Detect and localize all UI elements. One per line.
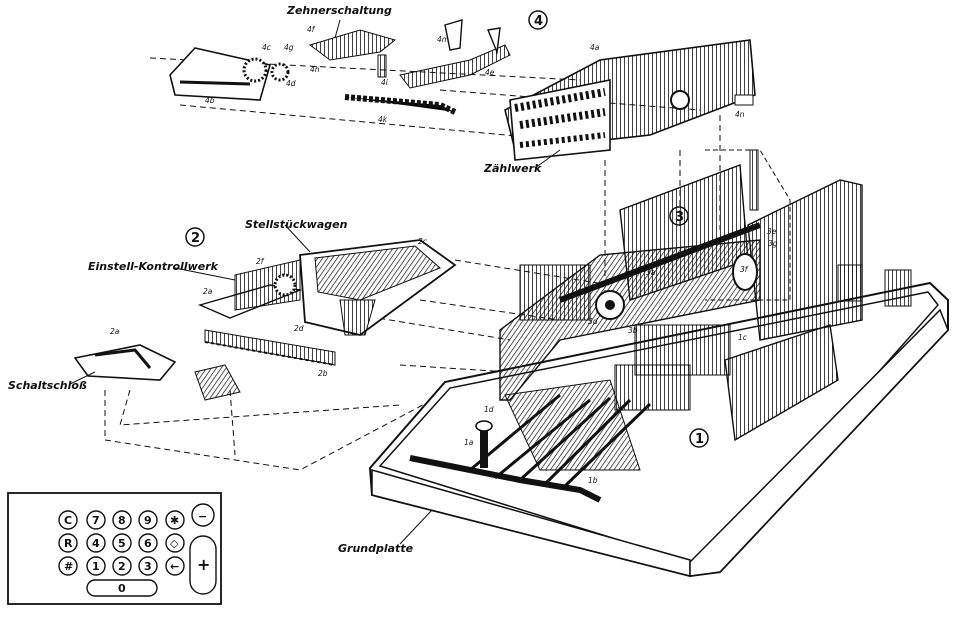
- label-grundplatte: Grundplatte: [338, 542, 414, 555]
- part-3f: 3f: [740, 265, 749, 274]
- zaehlwerk-counter: [504, 39, 756, 161]
- group-number-4: 4: [528, 10, 548, 30]
- part-4k: 4k: [378, 115, 388, 124]
- group-1-mechanism: [409, 264, 912, 503]
- label-einstell-kontrollwerk: Einstell-Kontrollwerk: [88, 260, 219, 273]
- svg-text:2: 2: [191, 231, 200, 246]
- key-hash: #: [58, 556, 78, 576]
- group-number-1: 1: [689, 428, 709, 448]
- part-3b: 3b: [628, 326, 638, 335]
- stellstueckwagen-assembly: [197, 239, 457, 366]
- part-1a: 1a: [464, 438, 474, 447]
- part-4n: 4n: [735, 110, 745, 119]
- label-zaehlwerk: Zählwerk: [483, 162, 542, 175]
- part-4g: 4g: [284, 43, 294, 52]
- svg-text:#: #: [64, 560, 73, 573]
- part-4b: 4b: [205, 96, 215, 105]
- svg-text:9: 9: [144, 514, 152, 527]
- svg-text:R: R: [64, 537, 73, 550]
- key-minus: −: [191, 503, 215, 527]
- group-number-3: 3: [669, 206, 689, 226]
- part-4i: 4i: [381, 78, 389, 87]
- group-number-2: 2: [185, 227, 205, 247]
- key-5: 5: [112, 533, 132, 553]
- svg-text:6: 6: [144, 537, 152, 550]
- group-3-frame: [499, 149, 863, 401]
- part-4c: 4c: [262, 43, 272, 52]
- zehnerschaltung-parts: [169, 19, 511, 115]
- key-8: 8: [112, 510, 132, 530]
- key-r: R: [58, 533, 78, 553]
- svg-text:4: 4: [534, 14, 543, 29]
- part-3d: 3d: [588, 317, 598, 326]
- key-c: C: [58, 510, 78, 530]
- part-2f: 2f: [256, 257, 265, 266]
- svg-text:2: 2: [118, 560, 126, 573]
- label-stellstueckwagen: Stellstückwagen: [245, 218, 348, 231]
- key-plus: +: [189, 535, 217, 595]
- svg-text:−: −: [198, 510, 207, 523]
- part-4h: 4h: [310, 65, 320, 74]
- group-numbers: 4 2 3 1: [185, 10, 709, 448]
- part-4d: 4d: [286, 79, 296, 88]
- part-4e: 4e: [485, 68, 495, 77]
- svg-text:7: 7: [92, 514, 100, 527]
- svg-text:◇: ◇: [170, 537, 179, 550]
- key-star: ✱: [165, 510, 185, 530]
- part-2b: 2b: [318, 369, 328, 378]
- part-2c: 2c: [418, 237, 428, 246]
- part-1d: 1d: [484, 405, 494, 414]
- svg-text:✱: ✱: [170, 514, 179, 527]
- part-4m: 4m: [437, 35, 449, 44]
- svg-text:0: 0: [118, 582, 126, 595]
- part-2d: 2d: [294, 324, 304, 333]
- svg-text:+: +: [197, 555, 210, 574]
- svg-text:3: 3: [675, 210, 684, 225]
- svg-text:3: 3: [144, 560, 152, 573]
- part-3a: 3a: [646, 268, 656, 277]
- svg-text:C: C: [64, 514, 72, 527]
- svg-text:5: 5: [118, 537, 126, 550]
- figure-labels: Zehnerschaltung Zählwerk Stellstückwagen…: [8, 4, 542, 555]
- key-6: 6: [138, 533, 158, 553]
- part-3g: 3g: [768, 239, 778, 248]
- part-labels: 4a 4b 4c 4d 4e 4f 4g 4h 4i 4k 4m 4n 2a 2…: [110, 25, 778, 485]
- key-7: 7: [86, 510, 106, 530]
- part-1b: 1b: [588, 476, 598, 485]
- keypad-panel: C 7 8 9 ✱ − R 4 5 6 ◇ # 1 2 3 ← 0 +: [7, 492, 222, 605]
- key-4: 4: [86, 533, 106, 553]
- part-2a-lower: 2a: [110, 327, 120, 336]
- part-3e: 3e: [767, 227, 777, 236]
- leader-lines: [69, 19, 561, 545]
- assembly-guide-lines: [104, 57, 721, 471]
- part-2a-upper: 2a: [203, 287, 213, 296]
- key-3: 3: [138, 556, 158, 576]
- schaltschloss-parts: [73, 344, 241, 401]
- svg-text:4: 4: [92, 537, 100, 550]
- svg-text:1: 1: [92, 560, 100, 573]
- part-1c: 1c: [738, 333, 748, 342]
- key-2: 2: [112, 556, 132, 576]
- key-9: 9: [138, 510, 158, 530]
- key-diamond: ◇: [165, 533, 185, 553]
- key-arrow: ←: [165, 556, 185, 576]
- key-0: 0: [86, 579, 158, 597]
- svg-text:←: ←: [170, 560, 179, 573]
- svg-text:1: 1: [695, 432, 704, 447]
- key-1: 1: [86, 556, 106, 576]
- svg-text:8: 8: [118, 514, 126, 527]
- part-4a: 4a: [590, 43, 600, 52]
- label-zehnerschaltung: Zehnerschaltung: [286, 4, 392, 17]
- label-schaltschloss: Schaltschloß: [8, 379, 87, 392]
- part-4f: 4f: [307, 25, 316, 34]
